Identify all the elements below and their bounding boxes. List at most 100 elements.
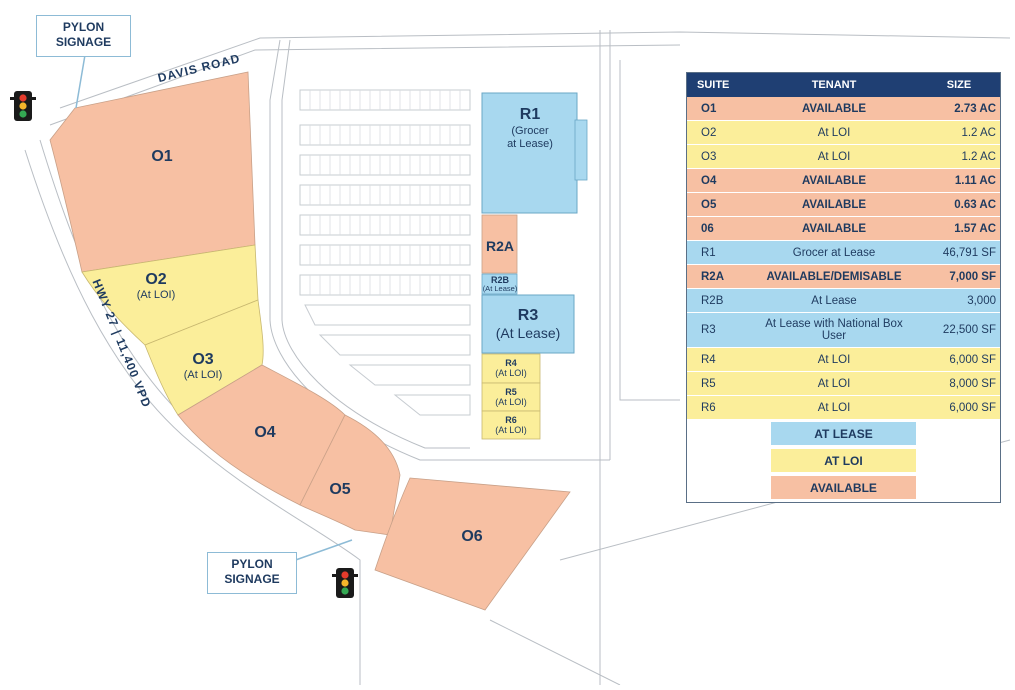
cell-suite: R1 [687, 240, 750, 265]
parcel-status-r6: (At LOI) [495, 425, 527, 435]
parcel-status-o2: (At LOI) [137, 289, 176, 301]
cell-suite: R6 [687, 395, 750, 420]
parcel-label-o5: O5 [329, 481, 350, 498]
cell-suite: O4 [687, 168, 750, 193]
callout-top-line2: SIGNAGE [55, 35, 112, 49]
parcel-label-o4: O4 [254, 424, 275, 441]
parcel-label-r4: R4 [505, 358, 517, 368]
parcel-o6[interactable] [374, 477, 571, 611]
cell-suite: R3 [687, 312, 750, 348]
pylon-signage-callout-bottom: PYLON SIGNAGE [207, 552, 297, 594]
parcel-status-r3: (At Lease) [496, 325, 561, 341]
callout-bottom-line1: PYLON [231, 557, 273, 571]
parcel-r4[interactable] [481, 353, 541, 384]
parcel-status-r1-line2: at Lease) [507, 138, 553, 150]
cell-suite: R2B [687, 288, 750, 313]
parcel-o1[interactable] [49, 71, 256, 273]
cell-size: 1.2 AC [918, 144, 1000, 169]
parking-stripes [309, 90, 461, 295]
parcel-label-r2a: R2A [486, 238, 514, 254]
cell-tenant: At LOI [750, 371, 918, 396]
cell-size: 3,000 [918, 288, 1000, 313]
parcel-label-o3: O3 [192, 351, 213, 368]
cell-tenant: At Lease with National Box User [750, 312, 918, 348]
header-suite: SUITE [687, 73, 750, 97]
parcel-label-r6: R6 [505, 415, 517, 425]
cell-size: 1.57 AC [918, 216, 1000, 241]
parcel-r2a[interactable] [481, 214, 518, 274]
cell-size: 6,000 SF [918, 347, 1000, 372]
cell-size: 8,000 SF [918, 371, 1000, 396]
parcel-o5[interactable] [299, 414, 401, 536]
cell-suite: R5 [687, 371, 750, 396]
parcel-label-o1: O1 [151, 148, 172, 165]
callout-top-line1: PYLON [62, 20, 105, 34]
parcel-status-r5: (At LOI) [495, 397, 527, 407]
parcel-status-r2b: (At Lease) [483, 284, 518, 293]
pylon-signage-callout-top: PYLON SIGNAGE [36, 15, 131, 57]
cell-tenant: Grocer at Lease [750, 240, 918, 265]
cell-suite: O5 [687, 192, 750, 217]
legend-key-at-loi: AT LOI [771, 449, 916, 472]
cell-tenant: AVAILABLE [750, 97, 918, 121]
header-size: SIZE [918, 73, 1000, 97]
cell-tenant: AVAILABLE/DEMISABLE [750, 264, 918, 289]
parcel-r1[interactable] [481, 92, 578, 214]
cell-tenant: At LOI [750, 120, 918, 145]
cell-size: 1.11 AC [918, 168, 1000, 193]
parcel-label-o2: O2 [145, 271, 166, 288]
cell-suite: O2 [687, 120, 750, 145]
cell-suite: 06 [687, 216, 750, 241]
cell-tenant: At LOI [750, 144, 918, 169]
legend-key-at-lease: AT LEASE [771, 422, 916, 445]
parcel-r6[interactable] [481, 410, 541, 440]
cell-suite: R4 [687, 347, 750, 372]
cell-size: 2.73 AC [918, 97, 1000, 121]
parcel-r3[interactable] [481, 294, 575, 354]
cell-size: 0.63 AC [918, 192, 1000, 217]
parcel-r2b[interactable] [481, 273, 518, 295]
callout-leader-top [75, 54, 86, 109]
table-header-row: SUITE TENANT SIZE [687, 73, 1000, 97]
cell-size: 22,500 SF [918, 312, 1000, 348]
legend-key-available: AVAILABLE [771, 476, 916, 499]
parcel-label-r3: R3 [518, 307, 539, 324]
cell-size: 1.2 AC [918, 120, 1000, 145]
cell-tenant: AVAILABLE [750, 216, 918, 241]
parcel-label-r2b: R2B [491, 275, 510, 285]
callout-leader-bottom [289, 539, 353, 563]
cell-tenant: At LOI [750, 395, 918, 420]
header-tenant: TENANT [750, 73, 918, 97]
cell-suite: R2A [687, 264, 750, 289]
parcel-label-r1: R1 [520, 106, 541, 123]
parcel-status-o3: (At LOI) [184, 369, 223, 381]
cell-tenant: AVAILABLE [750, 192, 918, 217]
parcel-status-r1-line1: (Grocer [511, 125, 549, 137]
parcel-status-r4: (At LOI) [495, 368, 527, 378]
cell-tenant: At LOI [750, 347, 918, 372]
parcel-r5[interactable] [481, 382, 541, 412]
traffic-light-icon [10, 91, 36, 121]
parcel-label-r5: R5 [505, 387, 517, 397]
cell-tenant: At Lease [750, 288, 918, 313]
parking-rows [299, 89, 471, 416]
cell-suite: O3 [687, 144, 750, 169]
parcel-label-o6: O6 [461, 528, 482, 545]
traffic-light-icon [332, 568, 358, 598]
